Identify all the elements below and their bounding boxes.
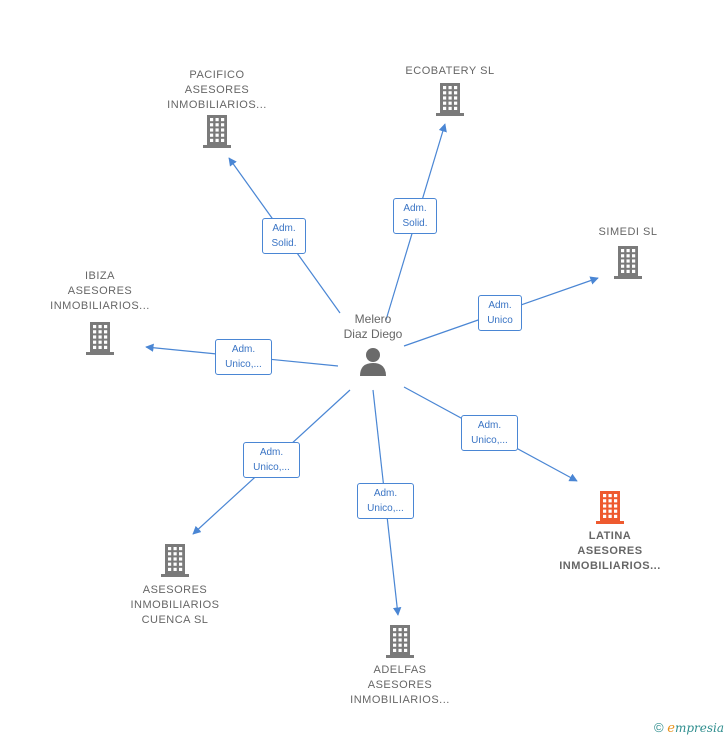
company-label: LATINA ASESORES INMOBILIARIOS... xyxy=(559,530,661,572)
edge-label-latina: Adm. Unico,... xyxy=(461,415,518,451)
edge-label-adelfas: Adm. Unico,... xyxy=(357,483,414,519)
copyright-symbol: © xyxy=(654,720,664,735)
center-person-node[interactable]: Melero Diaz Diego xyxy=(323,312,423,376)
edge-label-ibiza: Adm. Unico,... xyxy=(215,339,272,375)
building-icon xyxy=(161,544,189,577)
building-icon xyxy=(596,491,624,524)
company-node-ibiza[interactable]: IBIZA ASESORES INMOBILIARIOS... xyxy=(40,269,160,356)
edge-label-pacifico: Adm. Solid. xyxy=(262,218,306,254)
company-node-simedi[interactable]: SIMEDI SL xyxy=(578,225,678,280)
edge-label-simedi: Adm. Unico xyxy=(478,295,522,331)
brand-initial: e xyxy=(667,721,675,736)
company-node-cuenca[interactable]: ASESORES INMOBILIARIOS CUENCA SL xyxy=(115,542,235,628)
person-name: Melero Diaz Diego xyxy=(343,312,403,341)
company-label: ECOBATERY SL xyxy=(405,65,495,77)
person-icon xyxy=(360,348,386,376)
edge-label-cuenca: Adm. Unico,... xyxy=(243,442,300,478)
building-icon xyxy=(436,83,464,116)
company-label: ADELFAS ASESORES INMOBILIARIOS... xyxy=(350,664,450,706)
building-icon xyxy=(614,246,642,279)
company-node-ecobatery[interactable]: ECOBATERY SL xyxy=(390,64,510,117)
company-node-pacifico[interactable]: PACIFICO ASESORES INMOBILIARIOS... xyxy=(155,68,279,149)
edge-label-ecobatery: Adm. Solid. xyxy=(393,198,437,234)
company-label: SIMEDI SL xyxy=(598,226,658,238)
building-icon xyxy=(86,322,114,355)
company-node-latina[interactable]: LATINA ASESORES INMOBILIARIOS... xyxy=(548,489,672,574)
building-icon xyxy=(203,115,231,148)
brand-name: mpresia xyxy=(674,721,724,735)
company-node-adelfas[interactable]: ADELFAS ASESORES INMOBILIARIOS... xyxy=(340,623,460,708)
company-label: ASESORES INMOBILIARIOS CUENCA SL xyxy=(130,584,220,626)
building-icon xyxy=(386,625,414,658)
brand-logo[interactable]: © empresia xyxy=(654,720,724,736)
company-label: PACIFICO ASESORES INMOBILIARIOS... xyxy=(167,69,267,111)
company-label: IBIZA ASESORES INMOBILIARIOS... xyxy=(50,270,150,312)
